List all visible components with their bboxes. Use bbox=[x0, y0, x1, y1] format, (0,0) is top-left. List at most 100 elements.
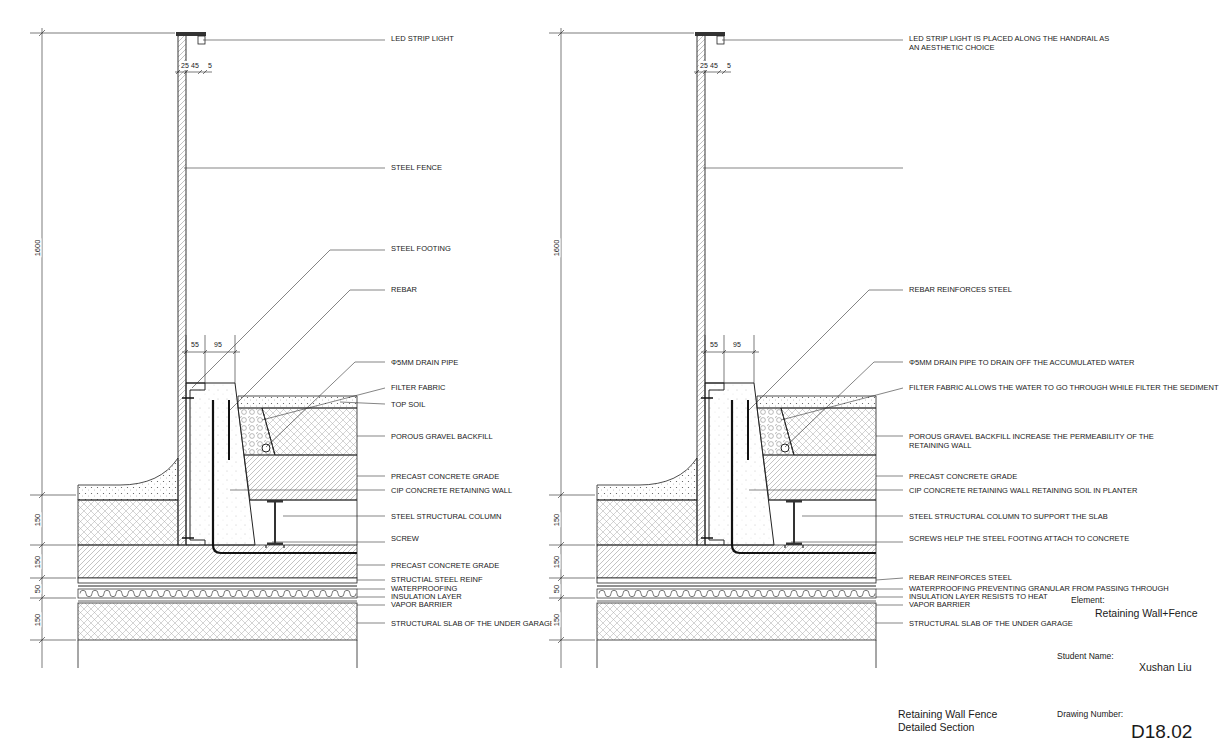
insulation-layer bbox=[597, 589, 876, 598]
leader-line bbox=[749, 490, 903, 491]
callout-label: STRUCTIAL STEEL REINF bbox=[390, 576, 484, 584]
leader-line bbox=[749, 290, 903, 410]
dimension-text: 25 bbox=[180, 61, 190, 70]
vapor-barrier bbox=[78, 601, 357, 602]
structural-slab bbox=[597, 603, 876, 640]
dimension-line bbox=[561, 28, 562, 668]
callout-label: Φ5MM DRAIN PIPE TO DRAIN OFF THE ACCUMUL… bbox=[908, 358, 1135, 367]
structural-slab bbox=[78, 603, 357, 640]
title-block-text: Retaining Wall Fence Detailed Section bbox=[897, 708, 1017, 734]
leader-line bbox=[876, 597, 903, 598]
leader-line bbox=[876, 623, 903, 624]
insulation-layer bbox=[78, 589, 357, 598]
leader-line bbox=[876, 476, 903, 477]
wall-section bbox=[30, 28, 385, 668]
screw bbox=[266, 545, 284, 548]
precast-grade bbox=[78, 545, 357, 578]
callout-label: STRUCTURAL SLAB OF THE UNDER GARAGE bbox=[390, 619, 556, 628]
title-block-text: Student Name: bbox=[1056, 651, 1115, 662]
dimension-tick bbox=[30, 542, 76, 548]
leader-line bbox=[340, 402, 385, 404]
dimension-text: 50 bbox=[552, 584, 561, 594]
callout-label: FILTER FABRIC ALLOWS THE WATER TO GO THR… bbox=[908, 383, 1220, 392]
callout-label: Φ5MM DRAIN PIPE bbox=[390, 358, 459, 367]
dimension-text: 45 bbox=[190, 61, 200, 70]
callout-label: STEEL STRUCTURAL COLUMN bbox=[390, 512, 502, 521]
callout-label: PRECAST CONCRETE GRADE bbox=[908, 472, 1018, 481]
handrail bbox=[695, 32, 725, 36]
grade-edge bbox=[250, 500, 357, 501]
callout-label: VAPOR BARRIER bbox=[908, 601, 971, 609]
rebar bbox=[732, 400, 876, 553]
steel-column bbox=[786, 543, 802, 546]
precast-grade bbox=[597, 545, 876, 578]
callout-label: LED STRIP LIGHT bbox=[390, 34, 455, 43]
dimension-line bbox=[42, 28, 43, 668]
top-soil-layer bbox=[597, 458, 697, 500]
leader-line bbox=[357, 580, 385, 581]
vapor-barrier bbox=[597, 601, 876, 602]
callout-label: LED STRIP LIGHT IS PLACED ALONG THE HAND… bbox=[908, 34, 1116, 52]
filter-fabric bbox=[262, 408, 275, 455]
insulation-pattern bbox=[599, 590, 875, 596]
steel-reinforcement bbox=[597, 578, 876, 583]
dimension-text: 1600 bbox=[33, 239, 42, 258]
title-block-text: Drawing Number: bbox=[1056, 709, 1124, 720]
dimension-text: 150 bbox=[552, 613, 561, 628]
dimension-text: 25 bbox=[699, 61, 709, 70]
leader-line bbox=[203, 40, 385, 41]
dimension-text: 5 bbox=[726, 61, 732, 70]
leader-line bbox=[357, 476, 385, 477]
screw bbox=[182, 398, 194, 538]
dimension-tick bbox=[549, 492, 595, 498]
steel-footing bbox=[186, 383, 205, 545]
precast-grade bbox=[597, 500, 697, 545]
steel-column bbox=[793, 502, 795, 543]
leader-line bbox=[781, 388, 903, 420]
dimension-line bbox=[701, 335, 759, 383]
steel-fence bbox=[178, 35, 186, 545]
callout-label: WATERPROOFING bbox=[390, 585, 458, 593]
leader-line bbox=[785, 362, 903, 447]
callout-label: PRECAST CONCRETE GRADE bbox=[390, 472, 500, 481]
retaining-wall bbox=[705, 383, 774, 545]
filter-fabric bbox=[781, 408, 794, 455]
dimension-text: 95 bbox=[213, 340, 223, 349]
drain-pipe bbox=[262, 444, 270, 452]
title-block-text: Xushan Liu bbox=[1138, 661, 1193, 674]
callout-label: CIP CONCRETE RETAINING WALL bbox=[390, 486, 513, 495]
steel-fence bbox=[697, 35, 705, 545]
leader-line bbox=[802, 516, 903, 517]
leader-line bbox=[192, 250, 385, 388]
dimension-line bbox=[694, 70, 731, 74]
dimension-tick bbox=[30, 492, 76, 498]
callout-label: REBAR REINFORCES STEEL bbox=[908, 285, 1013, 294]
callout-label: REBAR bbox=[390, 285, 418, 294]
waterproofing bbox=[597, 586, 876, 587]
leader-line bbox=[357, 436, 385, 437]
dimension-text: 55 bbox=[709, 340, 719, 349]
drain-pipe bbox=[781, 444, 789, 452]
dimension-tick bbox=[549, 595, 595, 601]
callout-label: PRECAST CONCRETE GRADE bbox=[390, 561, 500, 570]
grade-edge bbox=[769, 500, 876, 501]
dimension-text: 55 bbox=[190, 340, 200, 349]
rebar bbox=[228, 400, 230, 460]
handrail bbox=[176, 32, 206, 36]
steel-reinforcement bbox=[78, 578, 357, 583]
slab-edge bbox=[597, 640, 876, 668]
steel-footing bbox=[705, 383, 724, 545]
title-block-text: D18.02 bbox=[1130, 720, 1193, 744]
title-block-text: Element: bbox=[1070, 595, 1106, 606]
callout-label: REBAR REINFORCES STEEL bbox=[908, 574, 1013, 582]
dimension-text: 45 bbox=[709, 61, 719, 70]
insulation-pattern bbox=[80, 590, 356, 596]
callout-label: SCREWS HELP THE STEEL FOOTING ATTACH TO … bbox=[908, 534, 1130, 543]
porous-gravel-backfill bbox=[262, 408, 357, 455]
dimension-text: 50 bbox=[33, 584, 42, 594]
dimension-text: 150 bbox=[552, 555, 561, 570]
dimension-line bbox=[182, 335, 240, 383]
leader-line bbox=[357, 589, 385, 590]
callout-label: FILTER FABRIC bbox=[390, 383, 446, 392]
